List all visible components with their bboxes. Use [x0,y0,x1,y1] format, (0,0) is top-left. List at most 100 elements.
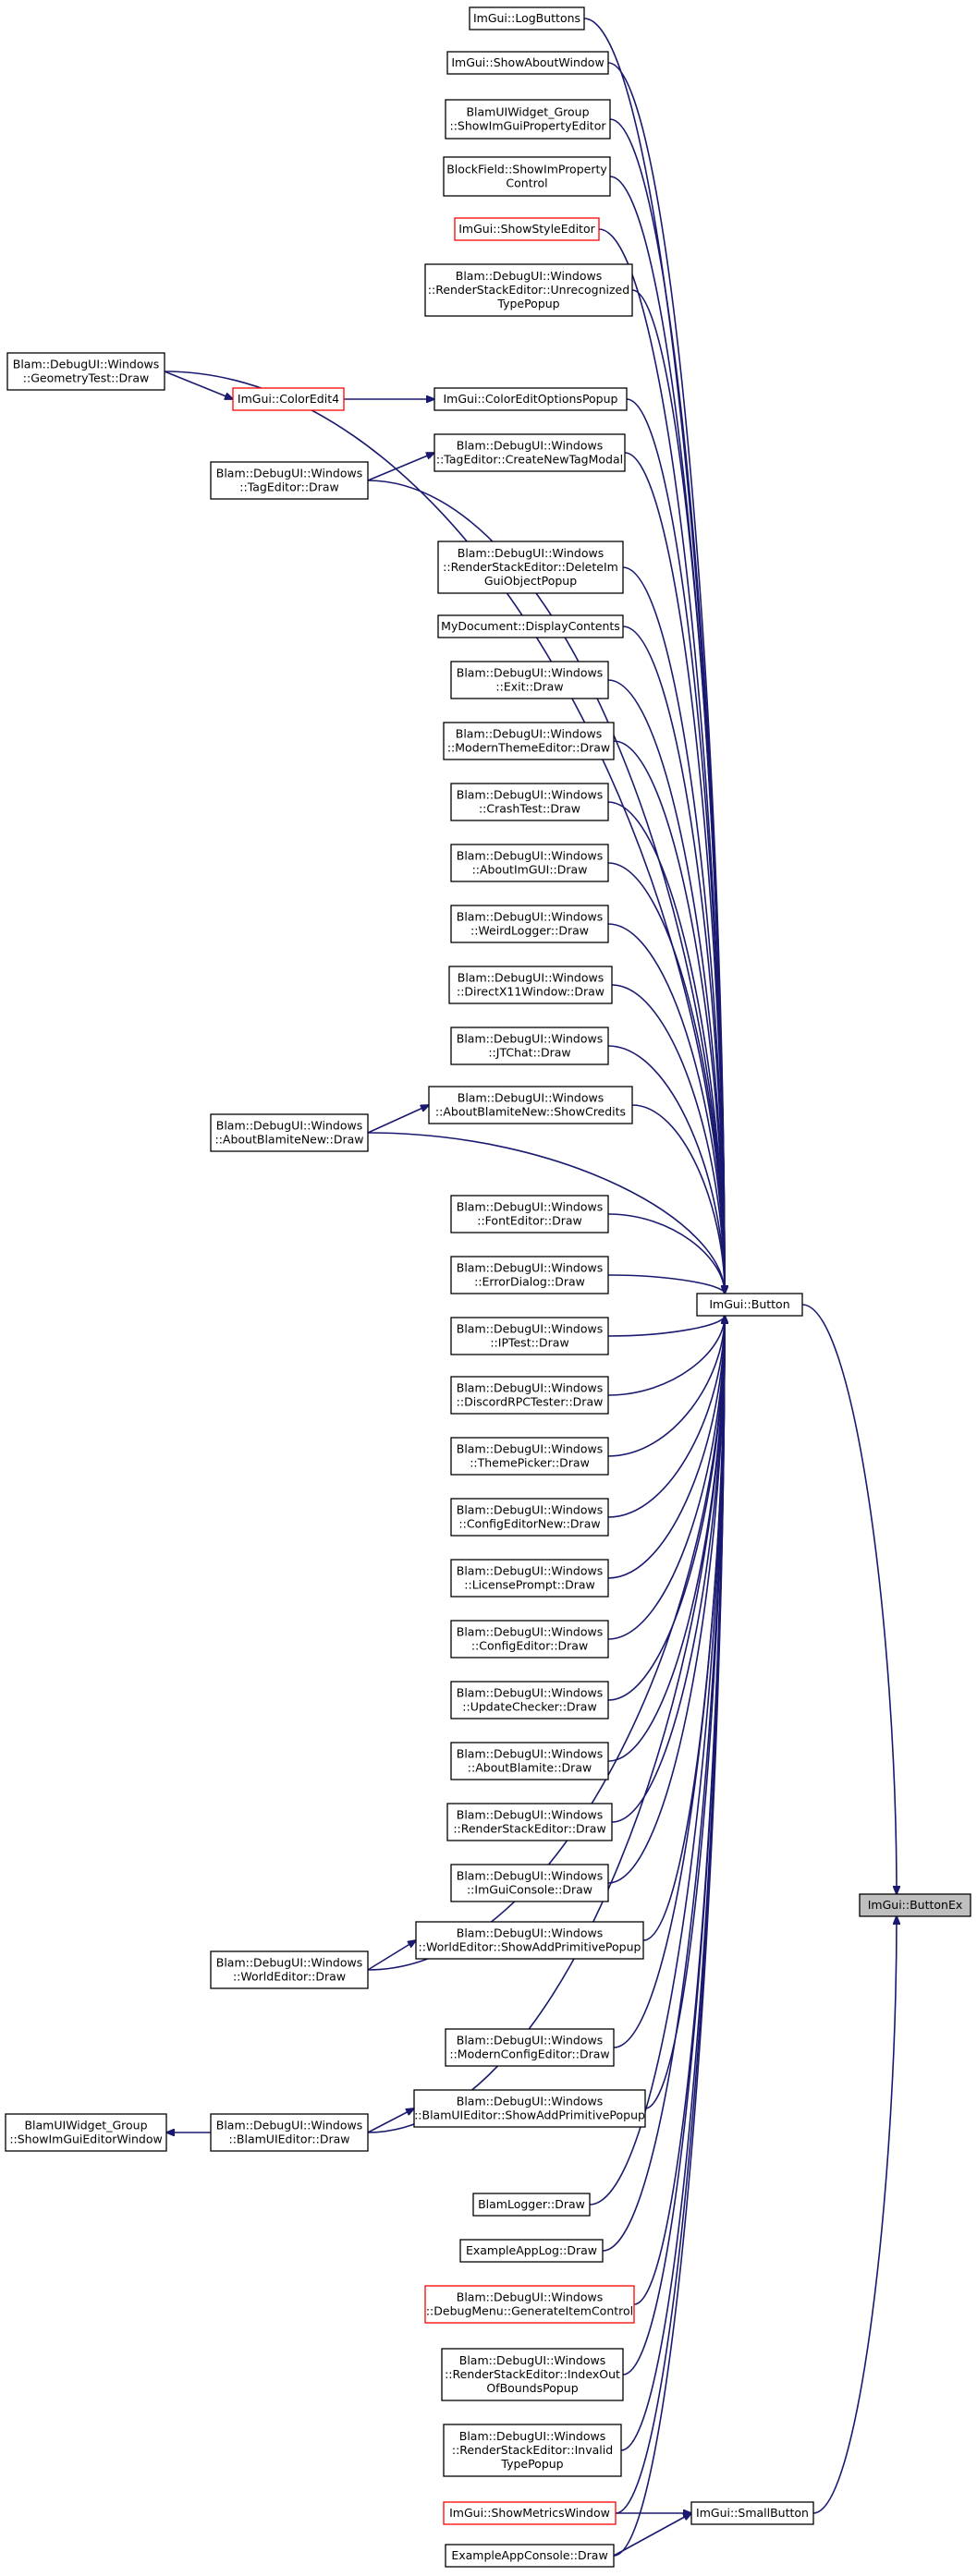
node-showimguipropertyeditor[interactable]: BlamUIWidget_Group::ShowImGuiPropertyEdi… [445,99,611,140]
edge-path [367,480,725,1294]
edge-iptest-to-button [607,1316,725,1337]
node-updatechecker[interactable]: Blam::DebugUI::Windows::UpdateChecker::D… [450,1681,609,1719]
node-label: ::AboutBlamiteNew::ShowCredits [435,1105,626,1119]
node-jtchat[interactable]: Blam::DebugUI::Windows::JTChat::Draw [450,1027,609,1065]
node-tageditor[interactable]: Blam::DebugUI::Windows::TagEditor::Draw [210,461,369,500]
node-exampleapplog[interactable]: ExampleAppLog::Draw [459,2239,604,2263]
node-box [450,1620,609,1659]
edge-path [613,740,725,1294]
node-label: ImGui::ColorEditOptionsPopup [444,392,618,406]
edge-tageditor-to-createnewtagmodal [367,453,434,481]
node-showaboutwindow[interactable]: ImGui::ShowAboutWindow [446,51,609,75]
node-label: ::DiscordRPCTester::Draw [457,1395,604,1409]
node-aboutimgui[interactable]: Blam::DebugUI::Windows::AboutImGUI::Draw [450,844,609,882]
node-aboutblamitenewdraw[interactable]: Blam::DebugUI::Windows::AboutBlamiteNew:… [210,1113,369,1152]
node-box [443,2501,617,2525]
node-coloreditoptionspopup[interactable]: ImGui::ColorEditOptionsPopup [434,387,628,411]
node-label: Blam::DebugUI::Windows [457,1926,603,1940]
node-box [443,722,615,760]
node-directx11window[interactable]: Blam::DebugUI::Windows::DirectX11Window:… [448,966,613,1004]
node-displaycontents[interactable]: MyDocument::DisplayContents [437,614,624,638]
node-label: ::ErrorDialog::Draw [474,1275,585,1289]
node-generateitemcontrol[interactable]: Blam::DebugUI::Windows::DebugMenu::Gener… [424,2285,635,2324]
node-showcredits[interactable]: Blam::DebugUI::Windows::AboutBlamiteNew:… [428,1086,633,1124]
edge-fonteditor-to-button [607,1213,725,1294]
node-buttonex[interactable]: ImGui::ButtonEx [859,1893,971,1917]
node-box [445,2544,615,2568]
edge-aboutblamitenewdraw-to-button [367,1132,725,1294]
edge-path [589,1316,725,2205]
node-showimguieditorwindow[interactable]: BlamUIWidget_Group::ShowImGuiEditorWindo… [5,2113,167,2152]
node-label: BlockField::ShowImProperty [446,163,607,176]
node-worldeditor[interactable]: Blam::DebugUI::Windows::WorldEditor::Dra… [210,1950,369,1989]
edge-imguiconsole-to-button [607,1316,725,1884]
node-weirdlogger[interactable]: Blam::DebugUI::Windows::WeirdLogger::Dra… [450,905,609,943]
node-aboutblamite[interactable]: Blam::DebugUI::Windows::AboutBlamite::Dr… [450,1742,609,1780]
node-blamlogger[interactable]: BlamLogger::Draw [472,2193,591,2217]
edge-path [607,1274,725,1294]
node-box [428,1086,633,1124]
node-label: Blam::DebugUI::Windows [457,2034,603,2047]
edge-tageditor-to-button [367,480,725,1294]
edge-jtchat-to-button [607,1045,725,1294]
node-box [210,1113,369,1152]
node-showmetricswindow[interactable]: ImGui::ShowMetricsWindow [443,2501,617,2525]
node-blamuieditorpopup[interactable]: Blam::DebugUI::Windows::BlamUIEditor::Sh… [413,2089,646,2128]
node-themepicker[interactable]: Blam::DebugUI::Windows::ThemePicker::Dra… [450,1437,609,1476]
node-licenseprompt[interactable]: Blam::DebugUI::Windows::LicensePrompt::D… [450,1559,609,1598]
node-label: OfBoundsPopup [486,2381,578,2395]
node-label: Blam::DebugUI::Windows [216,467,362,480]
node-label: Blam::DebugUI::Windows [457,849,603,863]
edge-path [801,1304,897,1894]
node-label: Blam::DebugUI::Windows [457,2095,603,2108]
edge-exampleappconsole-to-button [613,1316,725,2557]
node-geometrytest[interactable]: Blam::DebugUI::Windows::GeometryTest::Dr… [6,352,165,391]
edge-path [607,1316,725,1884]
node-label: ::ModernThemeEditor::Draw [447,741,610,755]
node-coloredit4[interactable]: ImGui::ColorEdit4 [232,387,345,411]
node-indexoutofbounds[interactable]: Blam::DebugUI::Windows::RenderStackEdito… [441,2348,624,2401]
node-configeditornew[interactable]: Blam::DebugUI::Windows::ConfigEditorNew:… [450,1498,609,1537]
node-createnewtagmodal[interactable]: Blam::DebugUI::Windows::TagEditor::Creat… [434,433,626,472]
node-logbuttons[interactable]: ImGui::LogButtons [469,6,585,30]
node-box [450,905,609,943]
edge-path [624,452,725,1294]
node-box [469,6,585,30]
node-blamuieditor[interactable]: Blam::DebugUI::Windows::BlamUIEditor::Dr… [210,2113,369,2152]
edge-path [367,1132,725,1294]
edge-aboutblamitenewdraw-to-showcredits [367,1105,429,1134]
node-label: Blam::DebugUI::Windows [13,358,159,371]
node-unrecognizedtypepopup[interactable]: Blam::DebugUI::Windows::RenderStackEdito… [424,263,633,317]
edge-worldeditor-to-worldeditorpopup [367,1940,416,1971]
node-box [472,2193,591,2217]
node-worldeditorpopup[interactable]: Blam::DebugUI::Windows::WorldEditor::Sho… [415,1921,644,1960]
node-modernconfigeditor[interactable]: Blam::DebugUI::Windows::ModernConfigEdit… [445,2028,615,2067]
edge-displaycontents-to-button [622,626,725,1294]
edge-configeditornew-to-button [607,1316,725,1518]
node-crashtest[interactable]: Blam::DebugUI::Windows::CrashTest::Draw [450,783,609,821]
node-errordialog[interactable]: Blam::DebugUI::Windows::ErrorDialog::Dra… [450,1256,609,1294]
edge-path [607,1316,725,1337]
edge-blamlogger-to-button [589,1316,725,2205]
node-iptest[interactable]: Blam::DebugUI::Windows::IPTest::Draw [450,1317,609,1355]
node-invalidtypepopup[interactable]: Blam::DebugUI::Windows::RenderStackEdito… [443,2424,622,2477]
node-imguiconsole[interactable]: Blam::DebugUI::Windows::ImGuiConsole::Dr… [450,1864,609,1902]
node-showstyleeditor[interactable]: ImGui::ShowStyleEditor [454,217,600,241]
node-exit[interactable]: Blam::DebugUI::Windows::Exit::Draw [450,661,609,699]
node-modernthemeeditor[interactable]: Blam::DebugUI::Windows::ModernThemeEdito… [443,722,615,760]
node-label: Blam::DebugUI::Windows [457,1200,603,1214]
node-label: Blam::DebugUI::Windows [457,1261,603,1275]
node-smallbutton[interactable]: ImGui::SmallButton [690,2501,814,2525]
node-fonteditor[interactable]: Blam::DebugUI::Windows::FontEditor::Draw [450,1195,609,1233]
node-label: Blam::DebugUI::Windows [459,2429,605,2443]
node-exampleappconsole[interactable]: ExampleAppConsole::Draw [445,2544,615,2568]
node-discordrpctester[interactable]: Blam::DebugUI::Windows::DiscordRPCTester… [450,1376,609,1415]
node-label: Blam::DebugUI::Windows [216,1956,362,1970]
node-configeditor[interactable]: Blam::DebugUI::Windows::ConfigEditor::Dr… [450,1620,609,1659]
edge-path [631,289,725,1294]
node-button[interactable]: ImGui::Button [696,1293,803,1317]
node-deleteimguiobjectpopup[interactable]: Blam::DebugUI::Windows::RenderStackEdito… [437,541,624,594]
node-label: ::ImGuiConsole::Draw [467,1883,592,1897]
node-renderstackeditor[interactable]: Blam::DebugUI::Windows::RenderStackEdito… [446,1803,613,1841]
